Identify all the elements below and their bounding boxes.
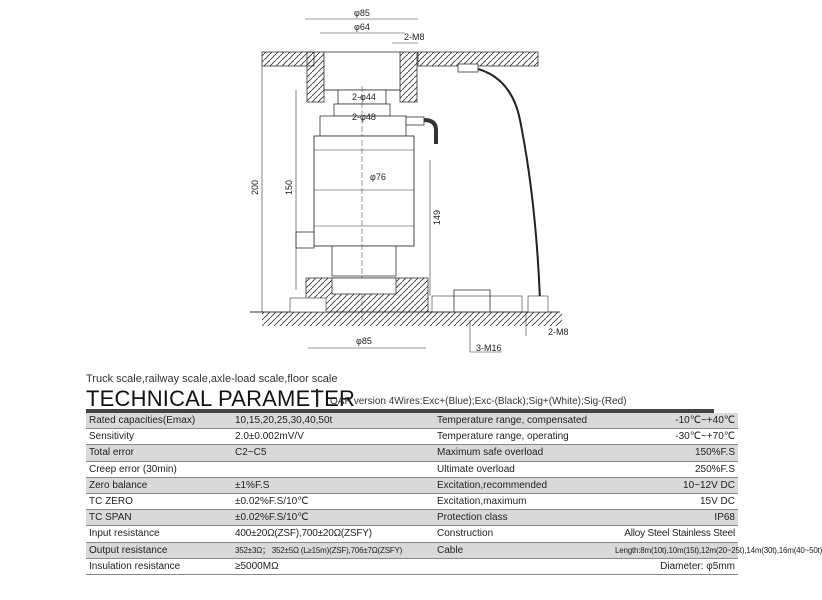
param-label: Temperature range, compensated [434, 413, 612, 430]
dim-m8-right: 2-M8 [548, 327, 569, 337]
dim-d64: φ64 [354, 22, 370, 32]
param-label: Temperature range, operating [434, 428, 612, 446]
table-row: Rated capacities(Emax) 10,15,20,25,30,40… [86, 413, 738, 430]
param-label: Creep error (30min) [86, 461, 232, 478]
param-label: Sensitivity [86, 428, 232, 446]
param-label: TC ZERO [86, 493, 232, 511]
dim-h149: 149 [432, 210, 442, 225]
table-row: TC ZERO ±0.02%F.S/10℃ Excitation,maximum… [86, 493, 738, 511]
param-value: 10~12V DC [612, 477, 738, 494]
param-label: Excitation,maximum [434, 493, 612, 511]
param-value: ±0.02%F.S/10℃ [232, 509, 434, 527]
param-value: ≥5000MΩ [232, 558, 434, 575]
param-label: TC SPAN [86, 509, 232, 527]
param-label: Zero balance [86, 477, 232, 494]
dim-d85-bottom: φ85 [356, 336, 372, 346]
param-label: Ultimate overload [434, 461, 612, 478]
base-block [250, 277, 562, 326]
table-top-rule [86, 409, 714, 413]
dim-d76: φ76 [370, 172, 386, 182]
applications-subtitle: Truck scale,railway scale,axle-load scal… [86, 373, 338, 385]
param-value: Alloy Steel Stainless Steel [612, 525, 738, 543]
upper-stem [319, 86, 407, 140]
param-value: 2.0±0.002mV/V [232, 428, 434, 446]
load-cell-drawing: φ85 φ64 2-M8 2-φ44 2-φ48 φ76 [250, 8, 569, 353]
param-label: Output resistance [86, 542, 232, 559]
param-value: 352±3Ω； 352±5Ω (L≥15m)(ZSF),706±7Ω(ZSFY) [232, 542, 434, 559]
param-value: Length:8m(10t),10m(15t),12m(20~25t),14m(… [612, 542, 822, 559]
table-row: Input resistance 400±20Ω(ZSF),700±20Ω(ZS… [86, 525, 738, 543]
param-value: -10℃~+40℃ [612, 413, 738, 430]
dim-d48: 2-φ48 [352, 112, 376, 122]
param-value: IP68 [612, 509, 738, 527]
param-value: 400±20Ω(ZSF),700±20Ω(ZSFY) [232, 525, 434, 543]
param-value: 250%F.S [612, 461, 738, 478]
param-value: -30℃~+70℃ [612, 428, 738, 446]
param-value [232, 461, 434, 478]
load-cell-body [295, 135, 415, 320]
param-value: 150%F.S [612, 444, 738, 462]
table-row: Creep error (30min) Ultimate overload 25… [86, 461, 738, 478]
cable-connector [405, 63, 541, 301]
param-label: Rated capacities(Emax) [86, 413, 232, 430]
param-value: C2~C5 [232, 444, 434, 462]
table-row: Insulation resistance ≥5000MΩ Diameter: … [86, 558, 738, 575]
param-value: ±0.02%F.S/10℃ [232, 493, 434, 511]
param-label: Cable [434, 542, 612, 559]
param-label: Construction [434, 525, 612, 543]
dim-m16: 3-M16 [476, 343, 502, 353]
param-label [434, 558, 612, 575]
dim-d85-top: φ85 [354, 8, 370, 18]
param-label: Input resistance [86, 525, 232, 543]
param-label: Insulation resistance [86, 558, 232, 575]
wiring-note: OAP version 4Wires:Exc+(Blue);Exc-(Black… [330, 396, 627, 407]
heading-divider [316, 389, 318, 407]
table-row: Total error C2~C5 Maximum safe overload … [86, 444, 738, 462]
param-value: ±1%F.S [232, 477, 434, 494]
section-heading: TECHNICAL PARAMETER [86, 386, 356, 411]
top-plate [261, 51, 539, 103]
param-value: 10,15,20,25,30,40,50t [232, 413, 434, 430]
table-row: Sensitivity 2.0±0.002mV/V Temperature ra… [86, 428, 738, 446]
param-value: Diameter: φ5mm [612, 558, 738, 575]
dim-m8-top: 2-M8 [404, 32, 425, 42]
param-label: Excitation,recommended [434, 477, 612, 494]
param-label: Maximum safe overload [434, 444, 612, 462]
param-label: Total error [86, 444, 232, 462]
dim-h150: 150 [284, 180, 294, 195]
param-value: 15V DC [612, 493, 738, 511]
param-label: Protection class [434, 509, 612, 527]
dim-d44: 2-φ44 [352, 92, 376, 102]
parameter-table: Rated capacities(Emax) 10,15,20,25,30,40… [86, 413, 822, 575]
table-row: TC SPAN ±0.02%F.S/10℃ Protection class I… [86, 509, 738, 527]
table-row: Zero balance ±1%F.S Excitation,recommend… [86, 477, 738, 494]
dim-h200: 200 [250, 180, 260, 195]
table-row: Output resistance 352±3Ω； 352±5Ω (L≥15m)… [86, 542, 822, 559]
